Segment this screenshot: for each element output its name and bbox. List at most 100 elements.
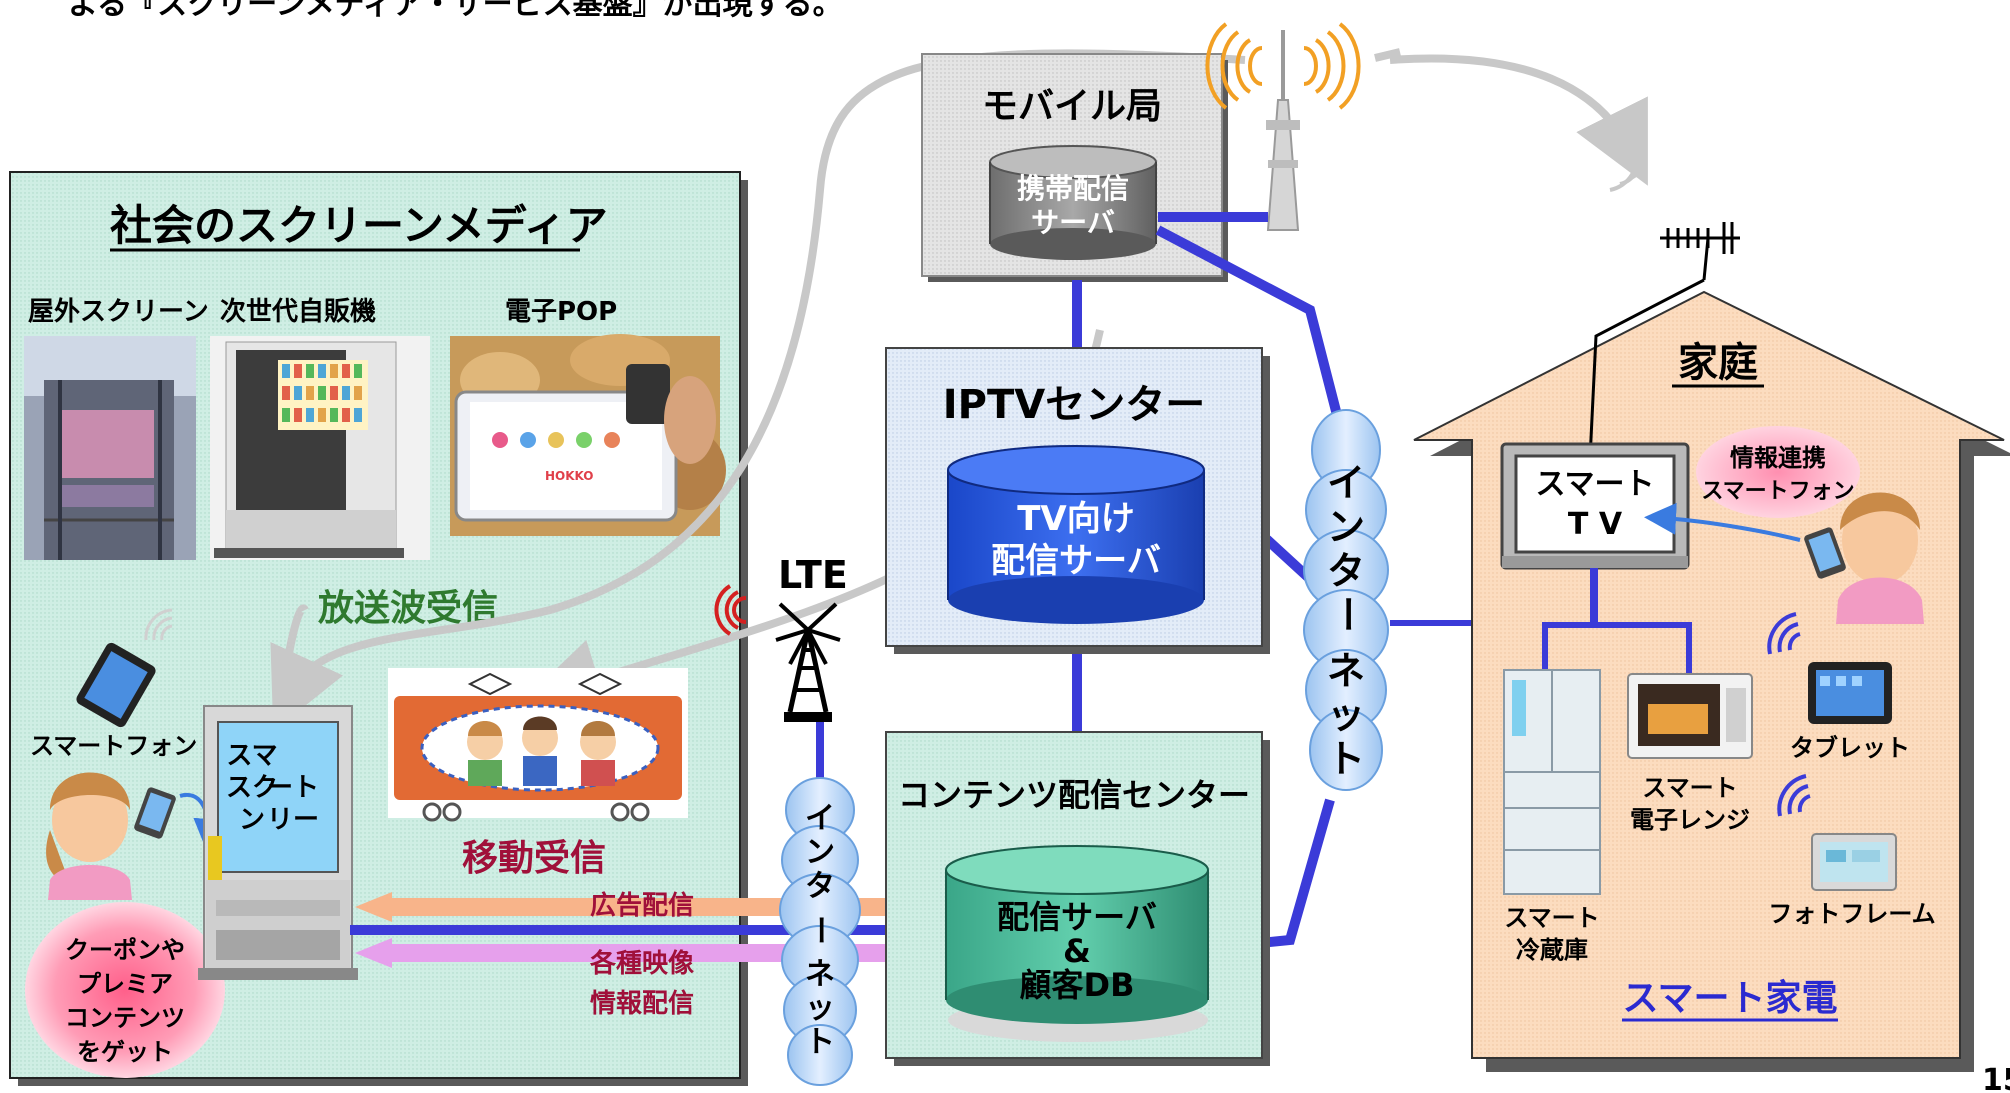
tower-orange-waves <box>1205 22 1361 110</box>
internet-right-char-1: イ <box>1327 461 1365 505</box>
woman-smartphone-left <box>46 772 176 900</box>
smart-tv-line-2: T V <box>1568 507 1623 542</box>
smart-fridge-icon <box>1503 669 1601 895</box>
link-lte-internet <box>816 722 824 812</box>
contents-server-line-3: 顧客DB <box>1020 966 1135 1004</box>
microwave-line-2: 電子レンジ <box>1630 806 1750 834</box>
microwave-line-1: スマート <box>1642 774 1737 802</box>
vending-machine-photo <box>210 336 430 560</box>
fridge-line-2: 冷蔵庫 <box>1516 936 1588 964</box>
photo-frame-label: フォトフレーム <box>1768 900 1935 928</box>
wifi-waves-left <box>144 608 173 641</box>
smartphone-label: スマートフォン <box>30 732 197 760</box>
arrow-head-back <box>1374 48 1401 62</box>
outdoor-screen-photo <box>24 336 196 560</box>
home-title: 家庭 <box>1678 340 1758 386</box>
contents-server-line-2: & <box>1063 932 1091 970</box>
ad-delivery-label: 広告配信 <box>590 890 694 921</box>
link-mobile-iptv <box>1072 280 1082 350</box>
smart-microwave-icon <box>1627 673 1753 759</box>
lte-label: LTE <box>778 553 848 597</box>
internet-right-char-5: ネ <box>1327 649 1365 693</box>
lte-red-waves <box>714 584 747 636</box>
internet-right-char-4: ー <box>1325 595 1369 633</box>
tablet-waves <box>1767 612 1801 655</box>
mobile-station-title: モバイル局 <box>982 86 1162 127</box>
contents-server-line-1: 配信サーバ <box>997 898 1157 936</box>
photo-frame-icon <box>1811 833 1897 891</box>
smart-tv-icon <box>1500 442 1690 570</box>
link-mobile-internet <box>1155 225 1351 452</box>
info-link-line-1: 情報連携 <box>1730 444 1826 472</box>
internet-left-char-5: ネ <box>805 957 835 992</box>
smart-screen-text-1: スマ <box>226 741 277 771</box>
link-bus-microwave <box>1686 622 1692 674</box>
info-link-bubble <box>1696 426 1860 518</box>
internet-right-char-6: ッ <box>1327 693 1365 737</box>
iptv-server-line-1: TV向け <box>1017 499 1135 539</box>
internet-right-char-3: タ <box>1327 549 1365 593</box>
coupon-line-1: クーポンや <box>65 936 185 964</box>
coupon-line-3: コンテンツ <box>65 1004 185 1032</box>
epop-photo: HOKKO <box>450 334 726 536</box>
info-link-line-2: スマートフォン <box>1701 479 1854 504</box>
lte-tower <box>775 602 841 722</box>
smartphone-tablet-left <box>76 642 156 728</box>
mobile-server-line-1: 携帯配信 <box>1017 172 1129 205</box>
smart-screen-kiosk <box>198 705 358 980</box>
woman-smartphone-right <box>1804 492 1924 624</box>
iptv-title: IPTVセンター <box>943 382 1205 428</box>
iptv-server-line-2: 配信サーバ <box>991 541 1161 581</box>
vending-machine-label: 次世代自販機 <box>220 296 376 327</box>
tablet-icon <box>1808 662 1892 724</box>
link-iptv-contents <box>1072 648 1082 734</box>
coupon-line-2: プレミア <box>77 970 173 998</box>
internet-left-char-6: ッ <box>805 991 835 1026</box>
smart-appliances-label: スマート家電 <box>1623 978 1838 1019</box>
fridge-line-1: スマート <box>1504 904 1599 932</box>
photoframe-waves <box>1777 774 1811 817</box>
mobile-server-cylinder <box>989 145 1157 260</box>
internet-right-char-2: ン <box>1327 505 1365 549</box>
internet-left-char-3: タ <box>805 869 835 904</box>
contents-title: コンテンツ配信センター <box>898 776 1250 814</box>
epop-brand: HOKKO <box>545 469 594 483</box>
antenna-gray-waves <box>1609 147 1643 192</box>
header-text: よる『スクリーンメディア・サービス基盤』が出現する。 <box>68 0 843 22</box>
internet-left-char-2: ン <box>805 835 835 870</box>
smart-screen-text-3: スク <box>226 773 278 803</box>
link-tv-bus <box>1590 568 1598 622</box>
video-info-label-2: 情報配信 <box>590 989 694 1019</box>
internet-cloud-right <box>1303 409 1389 791</box>
coupon-bubble <box>25 902 225 1078</box>
link-server-tower <box>1158 212 1268 222</box>
social-title: 社会のスクリーンメディア <box>110 201 608 250</box>
outdoor-screen-label: 屋外スクリーン <box>28 297 209 327</box>
mobile-server-line-2: サーバ <box>1031 206 1115 239</box>
smart-screen-text-5: ン <box>239 805 265 835</box>
iptv-server-cylinder <box>947 445 1205 624</box>
broadcast-arrow-home <box>1389 54 1648 186</box>
smart-tv-line-1: スマート <box>1535 467 1654 502</box>
info-link-arrow <box>1644 502 1801 542</box>
internet-left-char-1: イ <box>805 801 835 836</box>
smart-screen-text-2: ート <box>267 773 319 803</box>
train-illustration <box>388 668 688 822</box>
internet-left-char-4: ー <box>802 915 837 945</box>
video-info-label-1: 各種映像 <box>589 948 695 979</box>
internet-left-char-7: ト <box>805 1025 835 1060</box>
contents-server-cylinder <box>945 845 1209 1042</box>
internet-right-char-7: ト <box>1327 737 1365 781</box>
link-contents-to-screen <box>350 925 920 935</box>
epop-label: 電子POP <box>505 297 617 327</box>
page-number: 15 <box>1982 1063 2010 1093</box>
broadcast-tower-icon <box>1266 30 1300 231</box>
tablet-label: タブレット <box>1790 734 1910 762</box>
coupon-line-4: をゲット <box>77 1038 173 1066</box>
link-bus-left <box>1542 622 1692 628</box>
internet-cloud-left <box>779 777 861 1086</box>
link-bus-fridge <box>1542 622 1548 670</box>
mobile-reception-label: 移動受信 <box>462 838 606 879</box>
smart-screen-text-4: リー <box>267 805 319 835</box>
